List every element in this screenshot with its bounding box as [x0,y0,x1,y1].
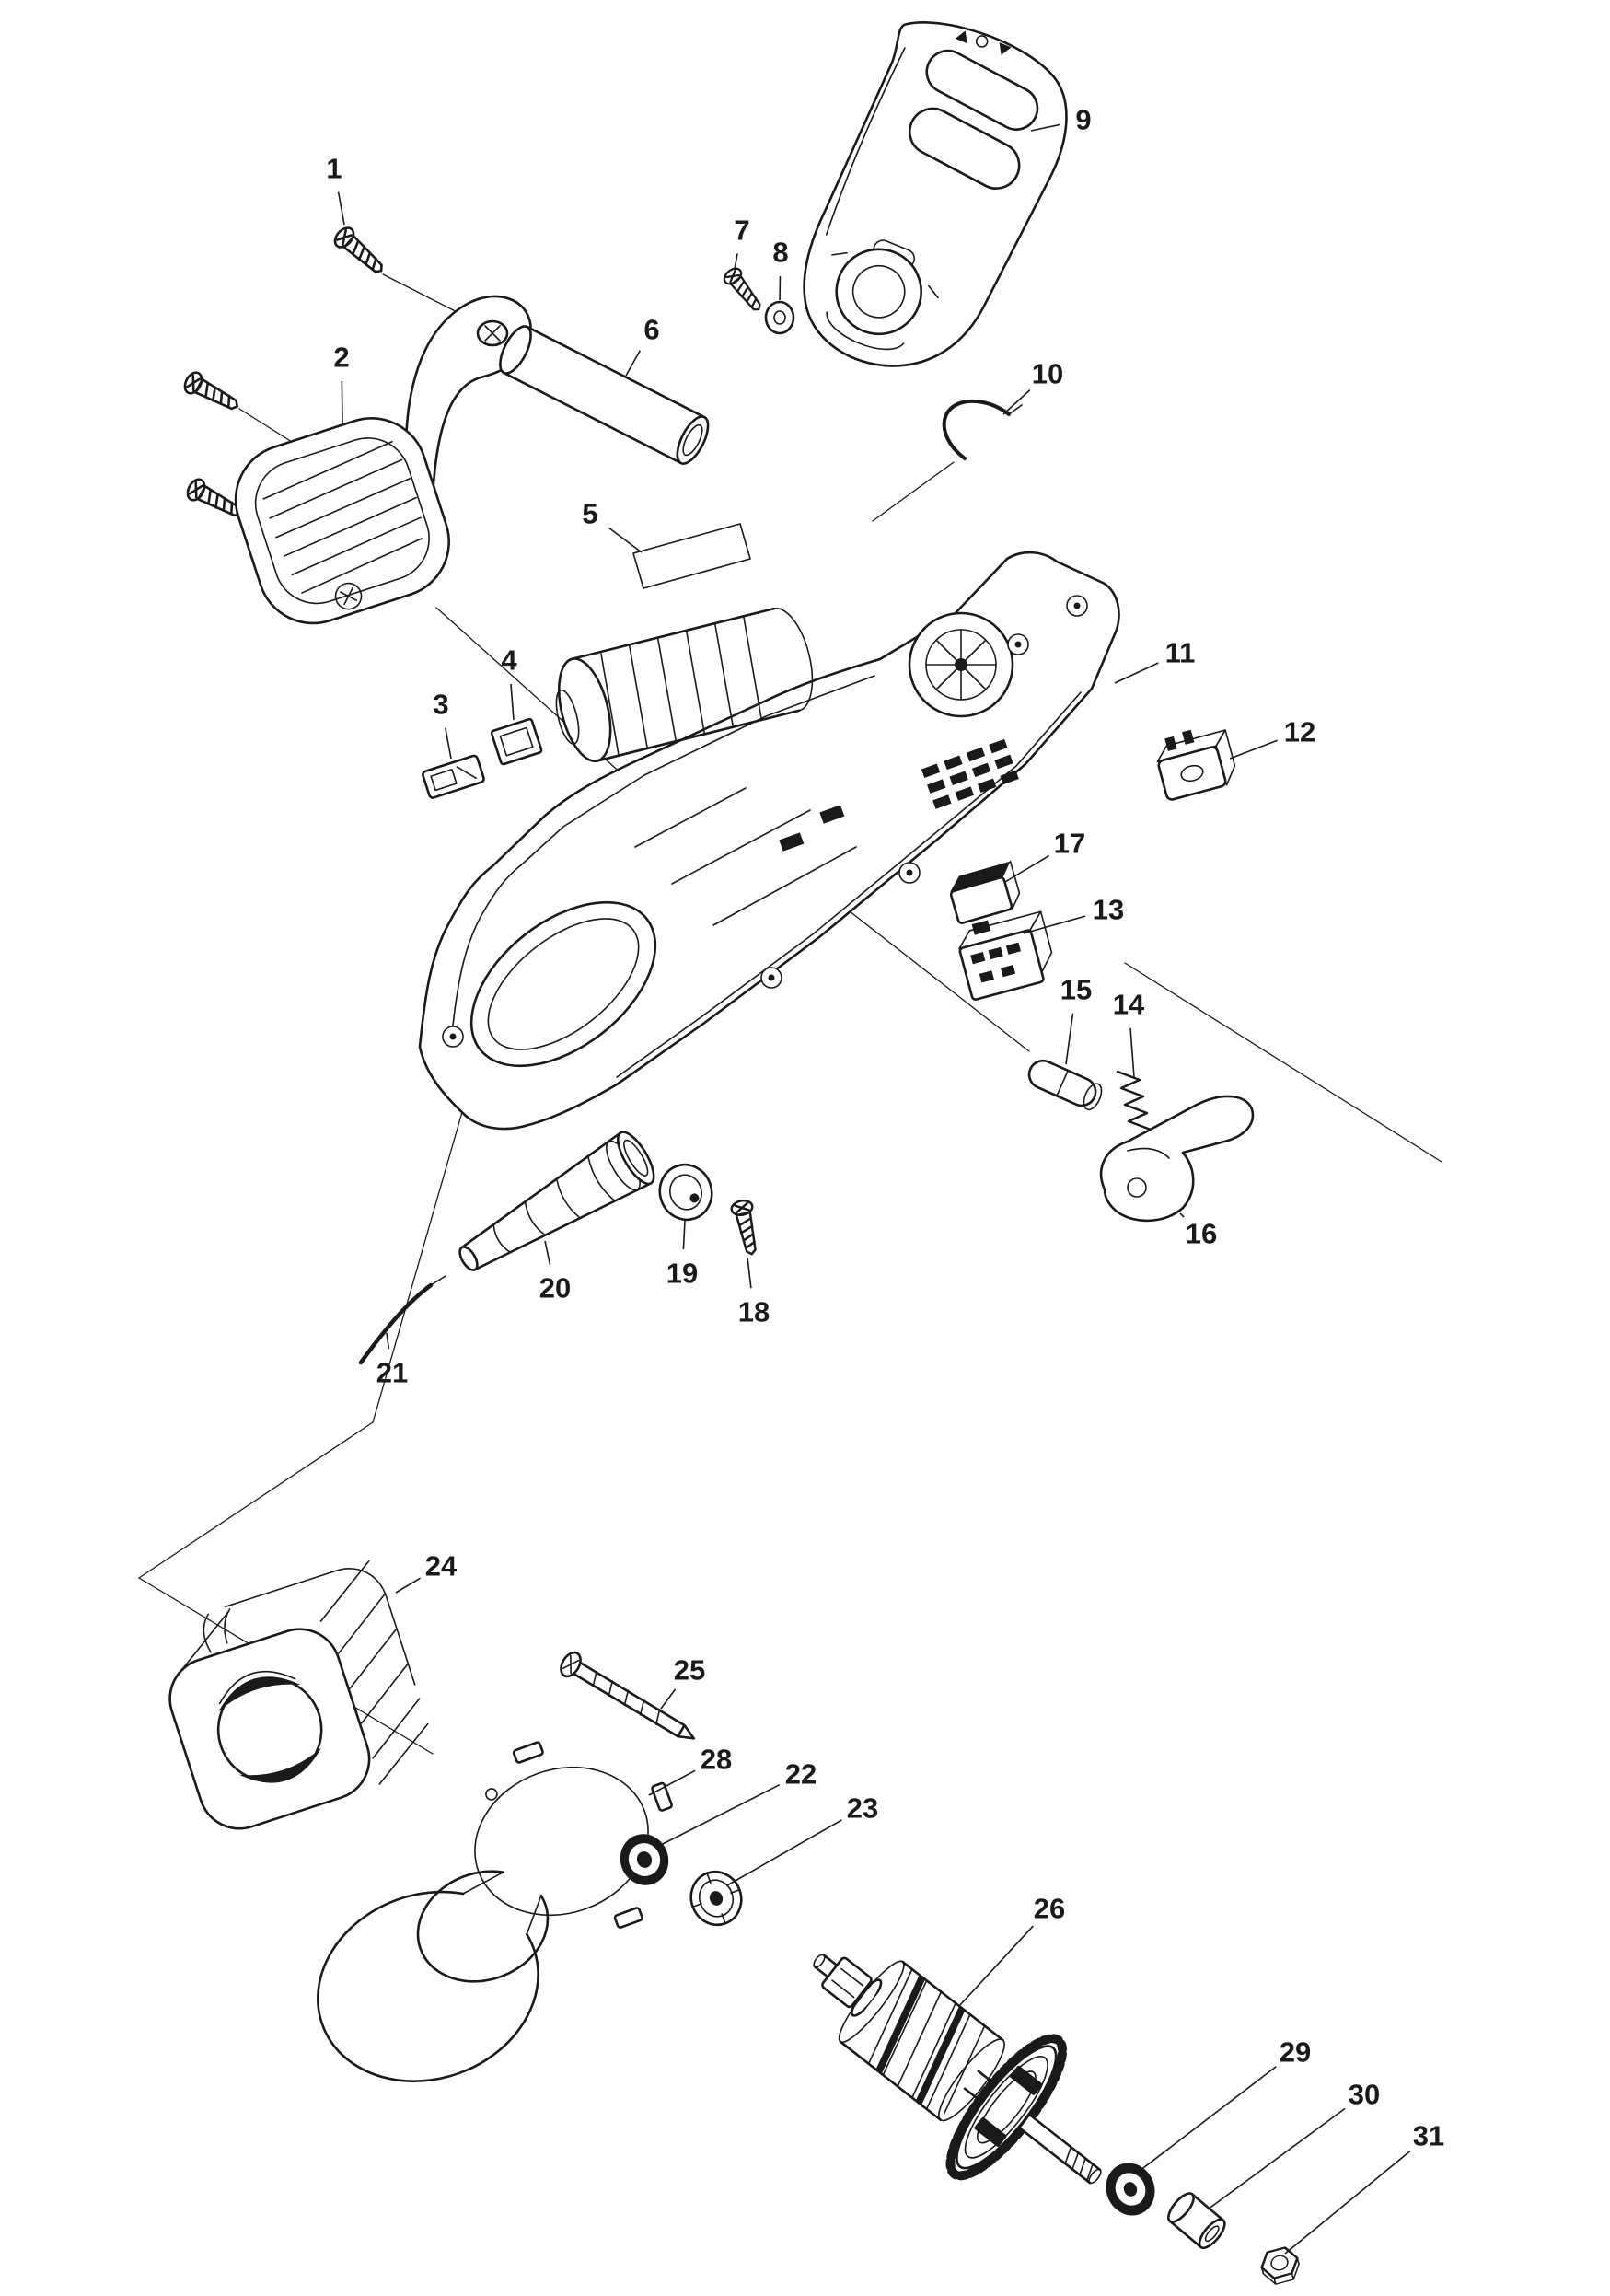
part-drawing-8-washer [764,300,795,335]
part-callout-23: 23 [847,1792,878,1825]
part-callout-6: 6 [643,314,659,346]
part-callout-12: 12 [1284,716,1315,748]
part-drawing-30-sleeve [1167,2192,1226,2250]
callout-layer: 1234567891011121314151617181920212223242… [326,104,1444,2255]
part-callout-13: 13 [1093,894,1124,926]
part-callout-5: 5 [582,498,597,530]
part-drawing-9-top-handle [803,20,1068,367]
leader-line-26 [958,1925,1034,2007]
leader-line-22 [656,1783,781,1848]
leader-line-18 [747,1257,752,1289]
part-callout-17: 17 [1054,828,1085,860]
part-drawing-3-cord-clamp [422,754,485,799]
leader-line-5 [608,527,643,553]
leader-line-23 [726,1819,842,1886]
part-drawing-19-cap [658,1163,713,1222]
part-drawing-31-hex-nut [1260,2246,1300,2285]
part-drawing-21-lead-wire [358,1275,446,1365]
vent-grille [921,738,1019,809]
leader-line-25 [660,1688,677,1710]
part-drawing-7-screw [720,264,768,317]
part-callout-4: 4 [501,644,517,677]
leader-line-31 [1284,2150,1411,2255]
part-drawing-14-spring [1116,1070,1152,1131]
part-callout-29: 29 [1280,2036,1311,2069]
part-drawing-17-terminal-block [949,860,1021,924]
leader-line-13 [1023,915,1086,934]
part-drawing-12-switch [1156,729,1236,801]
leader-line-14 [1129,1027,1135,1078]
leader-line-3 [445,727,452,760]
part-callout-20: 20 [539,1272,571,1305]
motor-assembly [555,607,814,763]
part-drawing-2-motor-housing-cover [234,295,532,625]
diagram-artwork [138,20,1442,2285]
assembly-guide-lines [138,273,1442,1755]
leader-line-4 [510,683,515,721]
leader-line-12 [1229,739,1278,760]
leader-line-7 [734,253,738,270]
part-drawing-11-motor-housing [418,551,1120,1131]
leader-line-10 [1002,389,1031,415]
leader-line-9 [1030,123,1060,132]
leader-line-20 [544,1240,551,1265]
leader-line-16 [1179,1212,1185,1218]
part-drawing-29-ball-bearing [1106,2163,1155,2216]
part-drawing-24-field-stator [168,1560,429,1830]
part-drawing-10-ring-clip [942,399,1023,460]
part-callout-24: 24 [425,1550,458,1583]
part-callout-26: 26 [1034,1893,1065,1925]
part-callout-22: 22 [785,1758,817,1791]
leader-line-21 [386,1332,390,1350]
leader-line-11 [1114,662,1159,684]
part-drawing-5-name-plate [632,523,751,589]
part-callout-8: 8 [772,237,788,269]
part-drawing-23-bearing-retainer [689,1870,743,1927]
leader-line-29 [1139,2066,1277,2172]
part-drawing-28-fan-baffle [317,1741,673,2082]
part-drawing-20-cord-guard [458,1131,655,1271]
part-callout-3: 3 [433,689,448,721]
part-callout-7: 7 [734,215,749,247]
leader-line-15 [1065,1013,1074,1065]
part-drawing-15-pin [1027,1059,1103,1111]
leader-line-19 [682,1220,686,1250]
part-callout-19: 19 [666,1258,698,1290]
leader-line-1 [337,191,345,226]
part-callout-16: 16 [1186,1218,1217,1250]
leader-line-24 [395,1577,422,1594]
part-callout-15: 15 [1060,974,1092,1006]
part-callout-30: 30 [1349,2079,1380,2111]
leader-line-17 [1004,854,1050,883]
part-callout-28: 28 [701,1744,732,1776]
part-drawing-25-long-screw [560,1651,696,1740]
part-callout-31: 31 [1413,2120,1444,2152]
part-callout-1: 1 [326,153,342,185]
part-callout-14: 14 [1113,989,1145,1021]
part-callout-18: 18 [738,1296,770,1328]
screw-bosses [442,595,1088,1048]
part-callout-25: 25 [674,1654,705,1687]
part-callout-2: 2 [333,342,349,374]
part-drawing-22-ball-bearing [620,1834,669,1885]
leader-line-8 [779,275,782,301]
part-drawing-13-switch-block [958,910,1053,1001]
leader-line-6 [625,350,641,377]
part-callout-21: 21 [376,1357,408,1389]
leader-line-28 [648,1769,696,1796]
leader-line-30 [1207,2107,1346,2210]
part-callout-10: 10 [1032,358,1063,390]
part-callout-9: 9 [1075,104,1091,136]
part-drawing-18-screw [729,1197,764,1258]
part-drawing-26-armature [813,1954,1102,2185]
part-callout-11: 11 [1165,637,1196,669]
part-drawing-16-trigger-lever [1099,1095,1255,1223]
part-drawing-6-tube [499,325,710,465]
part-drawing-4-brush-holder-cap [490,717,543,766]
